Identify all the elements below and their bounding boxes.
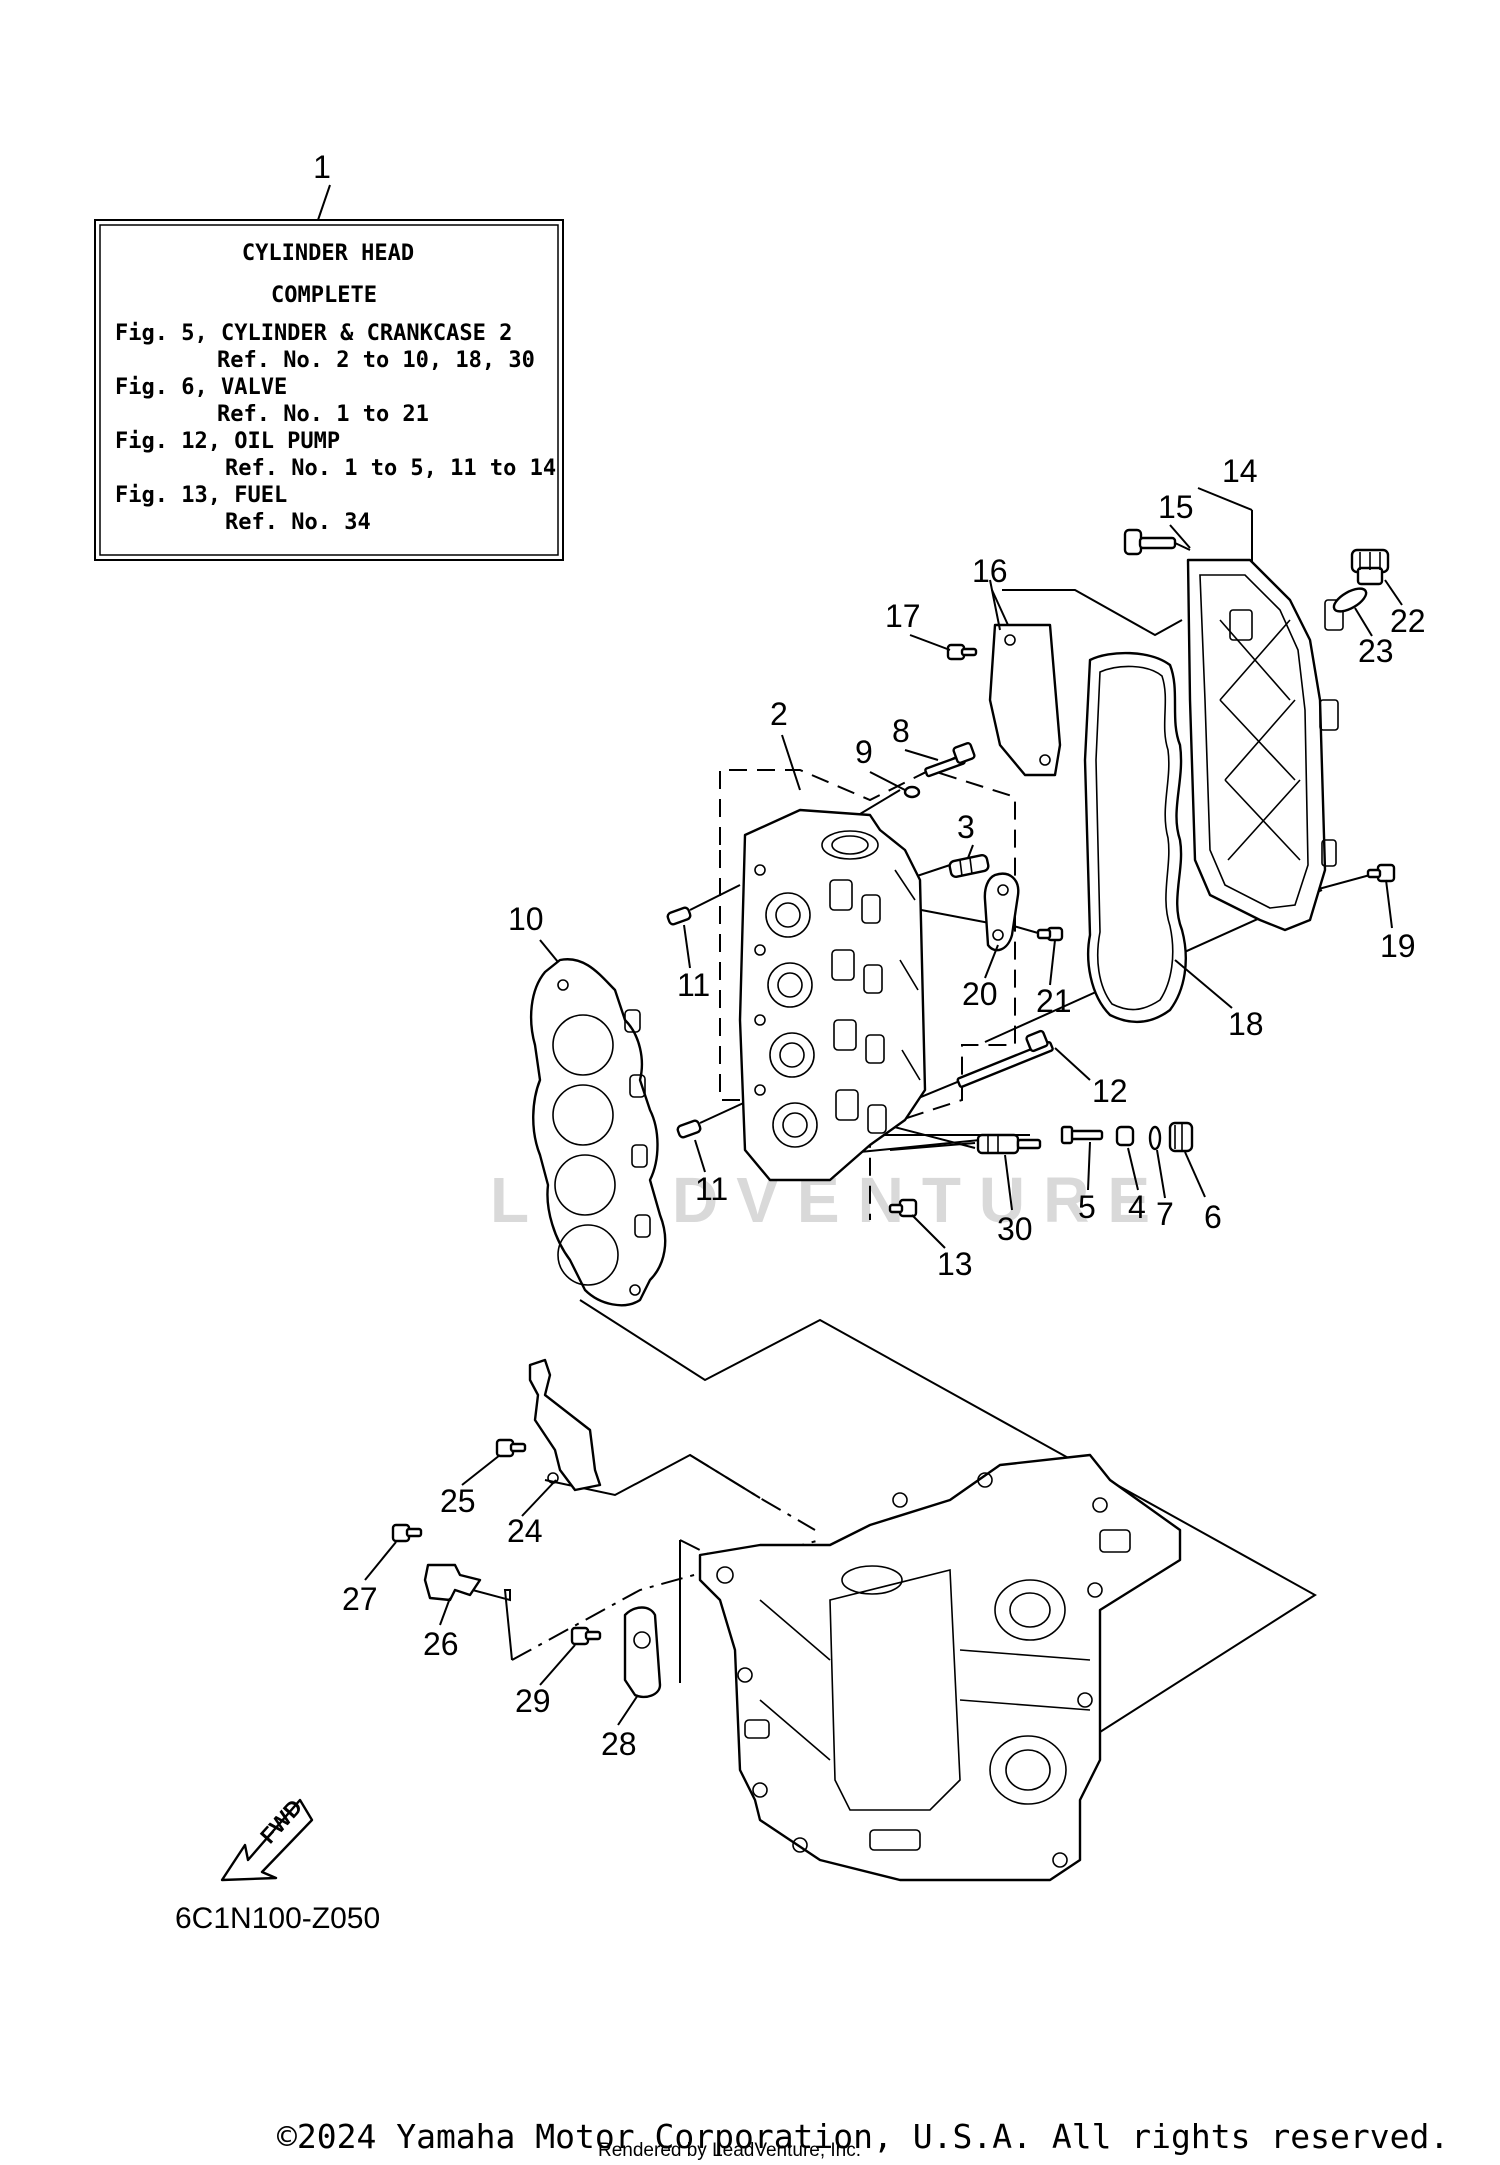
callout-27: 27 xyxy=(342,1581,378,1617)
temperature-sensor xyxy=(976,1133,1042,1155)
callout-10: 10 xyxy=(508,901,544,937)
callout-12: 12 xyxy=(1092,1073,1128,1109)
callout-11-lower: 11 xyxy=(695,1171,728,1207)
callout-30: 30 xyxy=(997,1211,1033,1247)
callout-18: 18 xyxy=(1228,1006,1264,1042)
diagram-code: 6C1N100-Z050 xyxy=(175,1902,380,1935)
drain-screw-set xyxy=(1060,1121,1194,1153)
cylinder-head xyxy=(738,808,927,1182)
oil-filler-cap xyxy=(1332,548,1390,613)
callout-20: 20 xyxy=(962,976,998,1012)
callout-21: 21 xyxy=(1036,983,1072,1019)
callout-numbers: 2 3 4 5 6 7 8 9 10 11 11 12 13 14 15 16 … xyxy=(342,453,1426,1762)
rendered-by-text: Rendered by LeadVenture, Inc. xyxy=(598,2140,861,2161)
cylinder-head-cover xyxy=(1186,558,1344,932)
callout-24: 24 xyxy=(507,1513,543,1549)
info-box-line: Fig. 13, FUEL xyxy=(115,483,287,508)
bolt-27 xyxy=(391,1523,423,1543)
head-gasket xyxy=(529,958,667,1307)
info-box-line: Ref. No. 34 xyxy=(225,510,371,535)
callout-1: 1 xyxy=(313,149,331,185)
callout-16: 16 xyxy=(972,553,1008,589)
dowel-pins xyxy=(666,884,751,1139)
gasket-16 xyxy=(988,579,1062,777)
callout-13: 13 xyxy=(937,1246,973,1282)
bracket-24 xyxy=(528,1358,602,1492)
sleeve xyxy=(948,853,990,879)
callout-25: 25 xyxy=(440,1483,476,1519)
info-box-line: Ref. No. 1 to 21 xyxy=(217,402,429,427)
cover-gasket xyxy=(1083,651,1187,1024)
callout-5: 5 xyxy=(1078,1189,1096,1225)
callout-26: 26 xyxy=(423,1626,459,1662)
info-box-line: Fig. 6, VALVE xyxy=(115,375,287,400)
callout-3: 3 xyxy=(957,809,975,845)
fwd-arrow-icon: FWD xyxy=(220,1794,314,1882)
clip-26 xyxy=(423,1563,482,1602)
bolt-29 xyxy=(570,1626,602,1646)
bolt-and-washer xyxy=(903,742,976,799)
plate-28 xyxy=(623,1606,662,1699)
callout-7: 7 xyxy=(1156,1196,1174,1232)
info-box-line: Ref. No. 1 to 5, 11 to 14 xyxy=(225,456,556,481)
callout-4: 4 xyxy=(1128,1189,1146,1225)
callout-leaders xyxy=(364,524,1403,1726)
info-box-title-line1: CYLINDER HEAD xyxy=(242,241,414,266)
callout-23: 23 xyxy=(1358,633,1394,669)
callout-19: 19 xyxy=(1380,928,1416,964)
info-box-title-line2: COMPLETE xyxy=(271,283,377,308)
cylinder-block xyxy=(698,1453,1182,1882)
callout-11-upper: 11 xyxy=(677,967,710,1003)
long-bolt xyxy=(956,1029,1054,1088)
callout-15: 15 xyxy=(1158,489,1194,525)
callout-2: 2 xyxy=(770,696,788,732)
bolt-17 xyxy=(946,643,978,661)
callout-17: 17 xyxy=(885,598,921,634)
callout-8: 8 xyxy=(892,713,910,749)
info-box-line: Fig. 12, OIL PUMP xyxy=(115,429,340,454)
info-box-line: Fig. 5, CYLINDER & CRANKCASE 2 xyxy=(115,321,512,346)
bolt-25 xyxy=(495,1438,527,1458)
hose-fitting xyxy=(1123,528,1191,556)
callout-14: 14 xyxy=(1222,453,1258,489)
copyright-text: ©2024 Yamaha Motor Corporation, U.S.A. A… xyxy=(277,2117,1449,2156)
info-box-line: Ref. No. 2 to 10, 18, 30 xyxy=(217,348,535,373)
bolt-19 xyxy=(1366,863,1396,883)
callout-9: 9 xyxy=(855,734,873,770)
callout-22: 22 xyxy=(1390,603,1426,639)
callout-29: 29 xyxy=(515,1683,551,1719)
info-box: 1 CYLINDER HEAD COMPLETE Fig. 5, CYLINDE… xyxy=(94,149,564,561)
callout-28: 28 xyxy=(601,1726,637,1762)
bolt-13 xyxy=(888,1198,918,1218)
callout-6: 6 xyxy=(1204,1199,1222,1235)
plate-and-bolt xyxy=(983,872,1064,952)
